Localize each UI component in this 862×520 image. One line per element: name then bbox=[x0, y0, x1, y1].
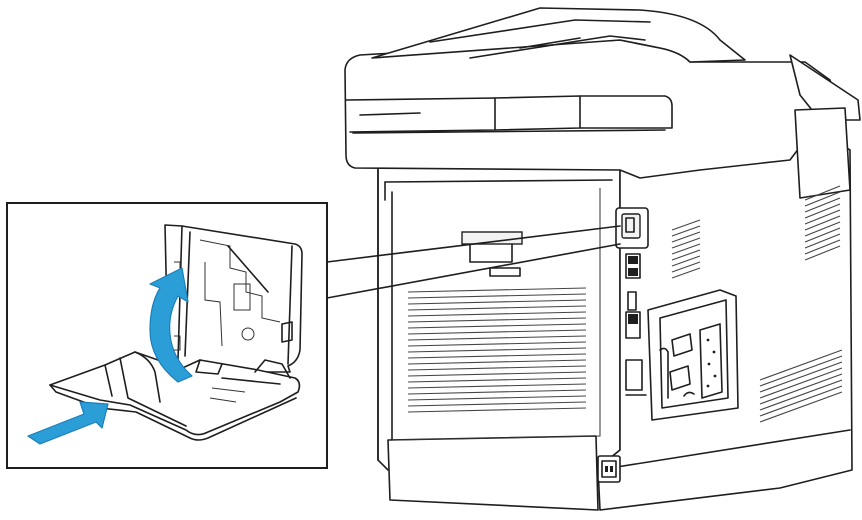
side-vent-upper bbox=[671, 185, 841, 279]
side-vent-lower bbox=[759, 349, 843, 423]
output-bin bbox=[794, 107, 851, 199]
rear-vent bbox=[407, 287, 587, 413]
scanner-unit bbox=[344, 39, 836, 179]
printer-base bbox=[387, 435, 599, 511]
controller-board-bay bbox=[647, 289, 739, 421]
interface-cover-base bbox=[49, 351, 301, 436]
printer bbox=[344, 7, 861, 511]
feeder-lid bbox=[371, 7, 746, 63]
callout-detail bbox=[6, 202, 328, 469]
callout-leaders bbox=[326, 225, 621, 299]
lift-arrow-icon bbox=[149, 267, 193, 383]
power-socket-icon bbox=[597, 455, 621, 483]
interface-ports bbox=[615, 207, 649, 396]
push-arrow-icon bbox=[27, 401, 109, 445]
